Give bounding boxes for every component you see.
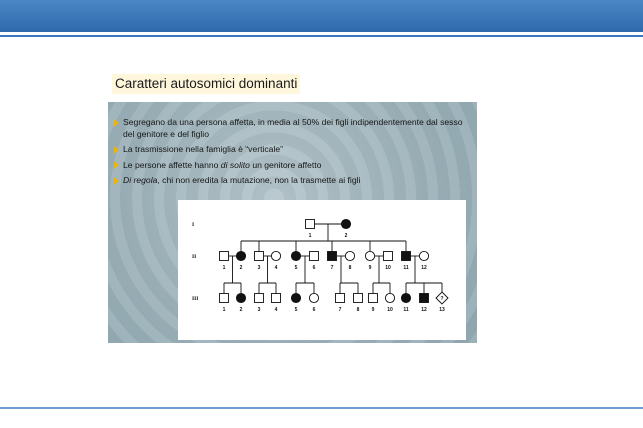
bullet-item: Le persone affette hanno di solito un ge… bbox=[114, 160, 474, 172]
affected-female-symbol bbox=[290, 292, 302, 304]
bullet-item: Segregano da una persona affetta, in med… bbox=[114, 117, 474, 140]
affected-male-symbol bbox=[419, 293, 429, 303]
unaffected-male-symbol bbox=[353, 293, 363, 303]
unaffected-female-symbol bbox=[364, 250, 376, 262]
bullet-item: La trasmissione nella famiglia è “vertic… bbox=[114, 144, 474, 156]
bullet-text: La trasmissione nella famiglia è “vertic… bbox=[123, 144, 284, 155]
affected-female-symbol bbox=[235, 250, 247, 262]
individual-number-label: 6 bbox=[313, 265, 316, 271]
unaffected-female-symbol bbox=[344, 250, 356, 262]
individual-number-label: 2 bbox=[240, 265, 243, 271]
unaffected-male-symbol bbox=[383, 251, 393, 261]
bullet-text-post: , chi non eredita la mutazione, non la t… bbox=[157, 175, 361, 186]
affected-female-symbol bbox=[235, 292, 247, 304]
unaffected-female-symbol bbox=[270, 250, 282, 262]
bullet-arrow-icon bbox=[114, 176, 119, 185]
bullet-text-emphasis: di solito bbox=[220, 159, 250, 170]
individual-number-label: 4 bbox=[275, 265, 278, 271]
unaffected-male-symbol bbox=[219, 293, 229, 303]
unaffected-female-symbol bbox=[308, 292, 320, 304]
unaffected-male-symbol bbox=[271, 293, 281, 303]
unaffected-female-symbol bbox=[418, 250, 430, 262]
individual-number-label: 5 bbox=[295, 307, 298, 313]
unaffected-male-symbol bbox=[368, 293, 378, 303]
affected-female-symbol bbox=[290, 250, 302, 262]
unaffected-male-symbol bbox=[305, 219, 315, 229]
individual-number-label: 7 bbox=[339, 307, 342, 313]
affected-female-symbol bbox=[340, 218, 352, 230]
affected-female-symbol bbox=[400, 292, 412, 304]
unknown-mark-label: ? bbox=[440, 296, 443, 302]
bullet-arrow-icon bbox=[114, 118, 119, 127]
title-bar bbox=[0, 0, 643, 32]
individual-number-label: 8 bbox=[349, 265, 352, 271]
individual-number-label: 5 bbox=[295, 265, 298, 271]
individual-number-label: 3 bbox=[258, 307, 261, 313]
individual-number-label: 11 bbox=[403, 307, 409, 313]
individual-number-label: 12 bbox=[421, 307, 427, 313]
bullet-text-pre: Le persone affette hanno bbox=[123, 159, 221, 170]
individual-number-label: 1 bbox=[223, 307, 226, 313]
generation-label: III bbox=[192, 296, 198, 302]
slide-image: Segregano da una persona affetta, in med… bbox=[108, 102, 477, 343]
individual-number-label: 12 bbox=[421, 265, 427, 271]
individual-number-label: 9 bbox=[369, 265, 372, 271]
bullet-text: Segregano da una persona affetta, in med… bbox=[123, 117, 463, 139]
unaffected-male-symbol bbox=[254, 251, 264, 261]
individual-number-label: 3 bbox=[258, 265, 261, 271]
unaffected-male-symbol bbox=[309, 251, 319, 261]
bullet-text-emphasis: Di regola bbox=[123, 175, 158, 186]
bullet-list: Segregano da una persona affetta, in med… bbox=[114, 117, 474, 191]
individual-number-label: 8 bbox=[357, 307, 360, 313]
bullet-text-post: un genitore affetto bbox=[249, 159, 322, 170]
individual-number-label: 1 bbox=[309, 233, 312, 239]
individual-number-label: 1 bbox=[223, 265, 226, 271]
individual-number-label: 2 bbox=[345, 233, 348, 239]
title-divider bbox=[0, 35, 643, 37]
individual-number-label: 10 bbox=[385, 265, 391, 271]
generation-label: I bbox=[192, 222, 194, 228]
affected-male-symbol bbox=[401, 251, 411, 261]
generation-label: II bbox=[192, 254, 196, 260]
unaffected-male-symbol bbox=[254, 293, 264, 303]
unaffected-female-symbol bbox=[384, 292, 396, 304]
bullet-item: Di regola, chi non eredita la mutazione,… bbox=[114, 175, 474, 187]
individual-number-label: 4 bbox=[275, 307, 278, 313]
individual-number-label: 7 bbox=[331, 265, 334, 271]
unaffected-male-symbol bbox=[219, 251, 229, 261]
bullet-arrow-icon bbox=[114, 161, 119, 170]
slide-heading: Caratteri autosomici dominanti bbox=[112, 74, 301, 94]
unaffected-male-symbol bbox=[335, 293, 345, 303]
unknown-sex-symbol bbox=[435, 291, 449, 305]
affected-male-symbol bbox=[327, 251, 337, 261]
footer-divider bbox=[0, 407, 643, 409]
individual-number-label: 2 bbox=[240, 307, 243, 313]
bullet-arrow-icon bbox=[114, 145, 119, 154]
individual-number-label: 11 bbox=[403, 265, 409, 271]
individual-number-label: 9 bbox=[372, 307, 375, 313]
individual-number-label: 6 bbox=[313, 307, 316, 313]
individual-number-label: 10 bbox=[387, 307, 393, 313]
individual-number-label: 13 bbox=[439, 307, 445, 313]
